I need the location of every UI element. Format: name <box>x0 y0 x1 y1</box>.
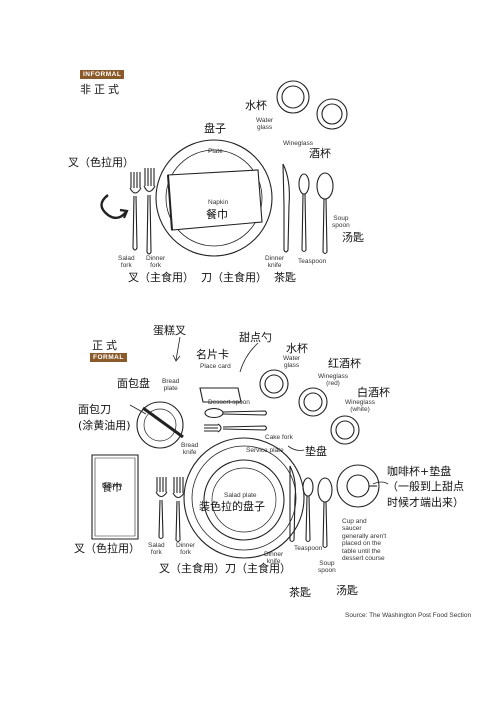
dinner-fork-en: Dinner fork <box>146 255 166 270</box>
dinner-knife-en-formal: Dinner knife <box>264 551 284 566</box>
cup-and-saucer-icon <box>337 465 379 507</box>
dinner-fork-en-formal: Dinner fork <box>176 542 196 557</box>
teaspoon-zh-formal: 茶匙 <box>289 586 311 599</box>
informal-badge: INFORMAL <box>80 70 125 79</box>
soup-spoon-zh: 汤匙 <box>342 231 364 244</box>
salad-fork-zh-formal: 叉（色拉用） <box>74 542 140 555</box>
dinner-fork-icon <box>144 168 155 254</box>
water-glass-en: Water glass <box>256 117 274 132</box>
red-wineglass-icon <box>299 388 327 416</box>
dessert-spoon-en: Dessert spoon <box>208 399 250 406</box>
dinner-knife-icon <box>290 466 295 542</box>
napkin-icon <box>92 455 138 539</box>
bread-knife-en: Bread knife <box>181 442 199 457</box>
place-card-en: Place card <box>200 363 231 370</box>
bread-plate-icon <box>137 402 183 448</box>
arrow-icon <box>102 195 127 218</box>
bread-knife-zh: 面包刀 (涂黄油用) <box>78 403 131 432</box>
water-glass-icon <box>260 370 288 398</box>
plate-zh: 盘子 <box>204 122 226 135</box>
water-glass-zh: 水杯 <box>245 99 267 112</box>
service-plate-zh: 垫盘 <box>305 445 327 458</box>
white-wineglass-zh: 白酒杯 <box>357 386 390 399</box>
cake-fork-icon <box>204 424 267 432</box>
wineglass-zh: 酒杯 <box>309 147 331 160</box>
service-plate-icon <box>184 438 304 558</box>
place-card-zh: 名片卡 <box>196 348 229 361</box>
salad-fork-en-formal: Salad fork <box>148 542 165 557</box>
napkin-zh: 餐巾 <box>206 208 228 221</box>
bread-knife-icon <box>143 408 183 437</box>
napkin-en: Napkin <box>208 199 229 206</box>
dessert-spoon-icon <box>205 409 267 418</box>
dessert-spoon-zh: 甜点勺 <box>239 331 272 344</box>
soup-spoon-icon <box>317 173 333 254</box>
salad-plate-en: Salad plate <box>224 492 257 499</box>
informal-bottom-zh: 叉（主食用） 刀（主食用） 茶匙 <box>128 271 296 284</box>
bread-plate-en: Bread plate <box>162 378 180 393</box>
teaspoon-icon <box>303 478 313 542</box>
napkin-en-formal: Napkin <box>102 482 123 489</box>
cake-fork-en: Cake fork <box>265 434 293 441</box>
teaspoon-en: Teaspoon <box>298 258 327 265</box>
teaspoon-en-formal: Teaspoon <box>294 545 323 552</box>
water-glass-icon <box>277 81 309 113</box>
source-credit: Source: The Washington Post Food Section <box>345 612 472 619</box>
salad-fork-zh: 叉（色拉用） <box>68 156 134 169</box>
service-plate-en: Service plate <box>246 447 284 454</box>
wineglass-icon <box>317 99 347 129</box>
salad-fork-icon <box>156 477 167 539</box>
soup-spoon-icon <box>318 478 332 548</box>
salad-fork-icon <box>130 172 141 250</box>
formal-bottom-zh: 叉（主食用）刀（主食用） <box>159 562 291 575</box>
place-card-icon <box>200 388 241 402</box>
dinner-fork-icon <box>173 477 184 542</box>
informal-title-zh: 非正式 <box>80 83 122 96</box>
soup-spoon-en: Soup spoon <box>332 215 350 230</box>
coffee-cup-zh: 咖啡杯+垫盘 （一般到上甜点 时候才端出来） <box>387 465 464 509</box>
dinner-knife-en: Dinner knife <box>265 255 285 270</box>
napkin-zh-formal: 餐巾 <box>102 483 122 494</box>
formal-title-zh: 正式 <box>92 339 120 352</box>
dinner-knife-icon <box>283 164 289 252</box>
salad-plate-zh: 装色拉的盘子 <box>199 500 265 513</box>
salad-fork-en: Salad fork <box>118 255 135 270</box>
water-glass-zh-formal: 水杯 <box>286 342 308 355</box>
red-wineglass-en: Wineglass (red) <box>318 373 348 388</box>
teaspoon-icon <box>299 174 309 252</box>
wineglass-en: Wineglass <box>283 140 313 147</box>
plate-icon <box>156 140 272 256</box>
formal-badge: FORMAL <box>90 353 127 362</box>
soup-spoon-en-formal: Soup spoon <box>318 560 336 575</box>
red-wineglass-zh: 红酒杯 <box>328 357 361 370</box>
cup-saucer-en: Cup and saucer generally aren't placed o… <box>342 518 387 563</box>
cake-fork-zh: 蛋糕叉 <box>153 324 186 337</box>
salad-plate-icon <box>204 460 284 540</box>
water-glass-en-formal: Water glass <box>283 355 301 370</box>
white-wineglass-icon <box>331 416 359 444</box>
soup-spoon-zh-formal: 汤匙 <box>336 584 358 597</box>
white-wineglass-en: Wineglass (white) <box>345 399 375 414</box>
bread-plate-zh: 面包盘 <box>117 377 150 390</box>
plate-en: Plate <box>208 148 223 155</box>
